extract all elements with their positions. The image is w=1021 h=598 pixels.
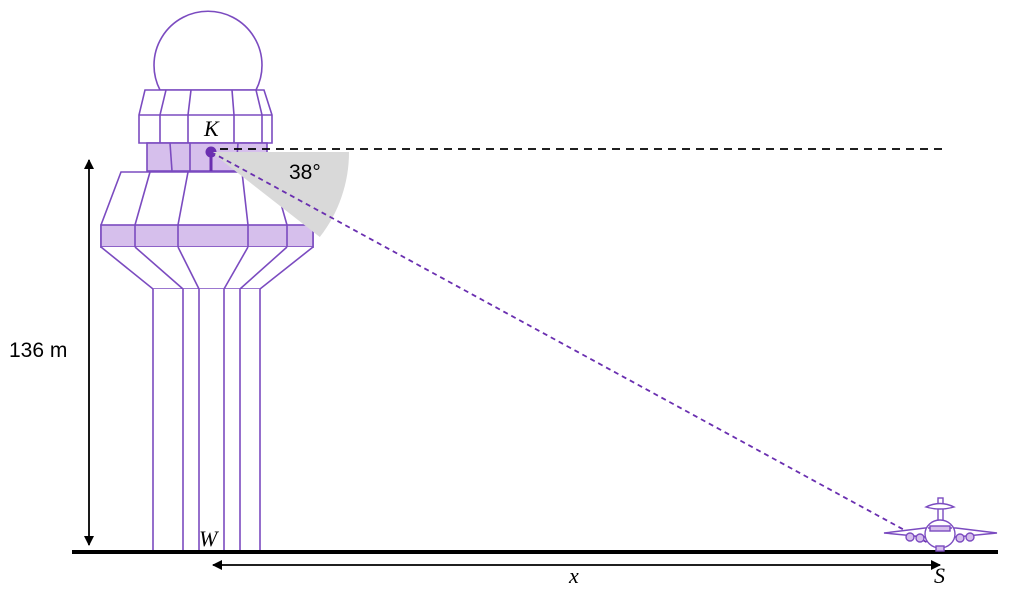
airplane-icon bbox=[883, 497, 998, 552]
angle-of-depression-sector bbox=[211, 152, 350, 237]
radar-dome bbox=[153, 10, 263, 91]
angle-label: 38° bbox=[289, 161, 321, 184]
tower-shaft bbox=[152, 289, 261, 553]
line-of-sight bbox=[210, 151, 942, 551]
tower-body-band bbox=[100, 224, 314, 248]
point-k-label: K bbox=[203, 116, 220, 141]
control-tower bbox=[100, 10, 314, 553]
tower-taper bbox=[100, 246, 314, 290]
point-w-label: W bbox=[199, 526, 219, 551]
height-label: 136 m bbox=[9, 339, 67, 362]
distance-label: x bbox=[568, 563, 579, 588]
point-s-label: S bbox=[934, 563, 945, 588]
